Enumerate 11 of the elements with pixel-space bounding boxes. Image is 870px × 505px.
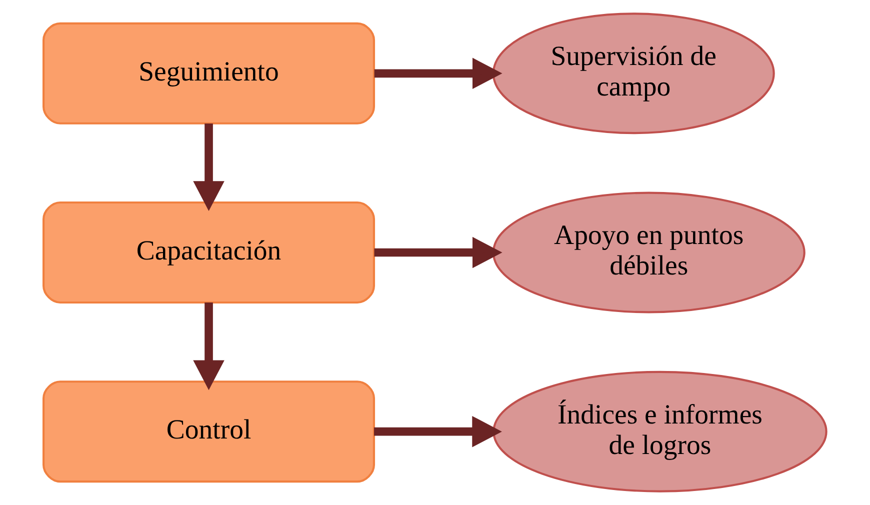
arrow [374,416,502,448]
arrow [374,58,502,90]
arrow [374,236,502,268]
node-box: Control [42,380,376,483]
node-ellipse: Supervisión de campo [492,12,775,134]
node-ellipse: Apoyo en puntos débiles [492,192,806,314]
node-box: Capacitación [42,201,376,304]
arrow [193,302,224,390]
arrow [193,123,224,211]
node-ellipse: Índices e informes de logros [492,370,828,492]
node-box: Seguimiento [42,22,376,124]
